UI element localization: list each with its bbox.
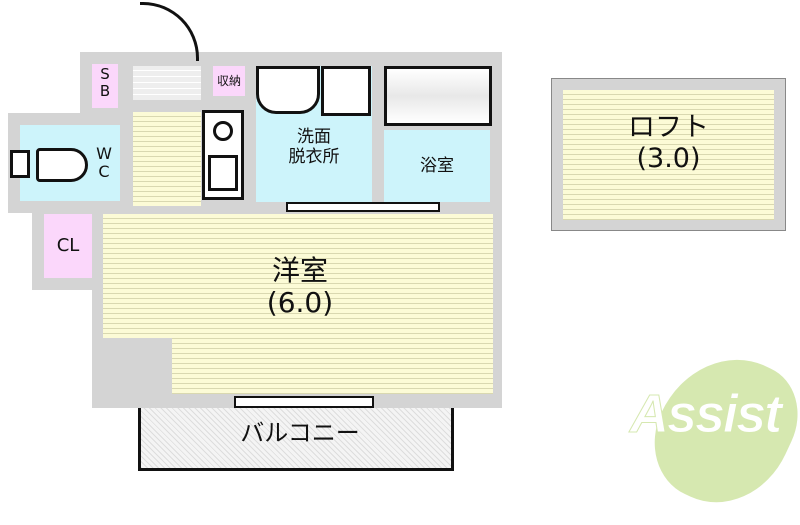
bathtub-icon xyxy=(384,66,492,126)
loft: ロフト (3.0) xyxy=(563,90,774,220)
entrance-door[interactable] xyxy=(140,2,199,61)
sink-icon xyxy=(208,155,238,191)
assist-logo: Assist xyxy=(629,334,800,525)
toilet-bowl-icon xyxy=(36,148,88,182)
kitchen-stove xyxy=(202,110,244,200)
shoe-box: S B xyxy=(92,64,118,108)
entrance-tiles xyxy=(133,66,201,100)
pillar xyxy=(92,338,172,408)
washbasin-icon xyxy=(256,66,320,114)
toilet-label: W C xyxy=(96,144,112,182)
burner-icon xyxy=(213,121,233,141)
bathroom: 浴室 xyxy=(384,130,490,202)
closet: CL xyxy=(44,214,92,278)
balcony xyxy=(138,408,454,471)
balcony-label: バルコニー xyxy=(240,419,360,447)
logo-text: Assist xyxy=(629,384,782,445)
western-room-label: 洋室 (6.0) xyxy=(266,254,334,320)
storage: 収納 xyxy=(213,66,245,96)
toilet-tank-icon xyxy=(10,150,30,178)
washing-machine-icon xyxy=(321,66,371,116)
sliding-door[interactable] xyxy=(286,202,440,212)
balcony-window[interactable] xyxy=(234,396,374,408)
entry-hall xyxy=(133,112,201,206)
